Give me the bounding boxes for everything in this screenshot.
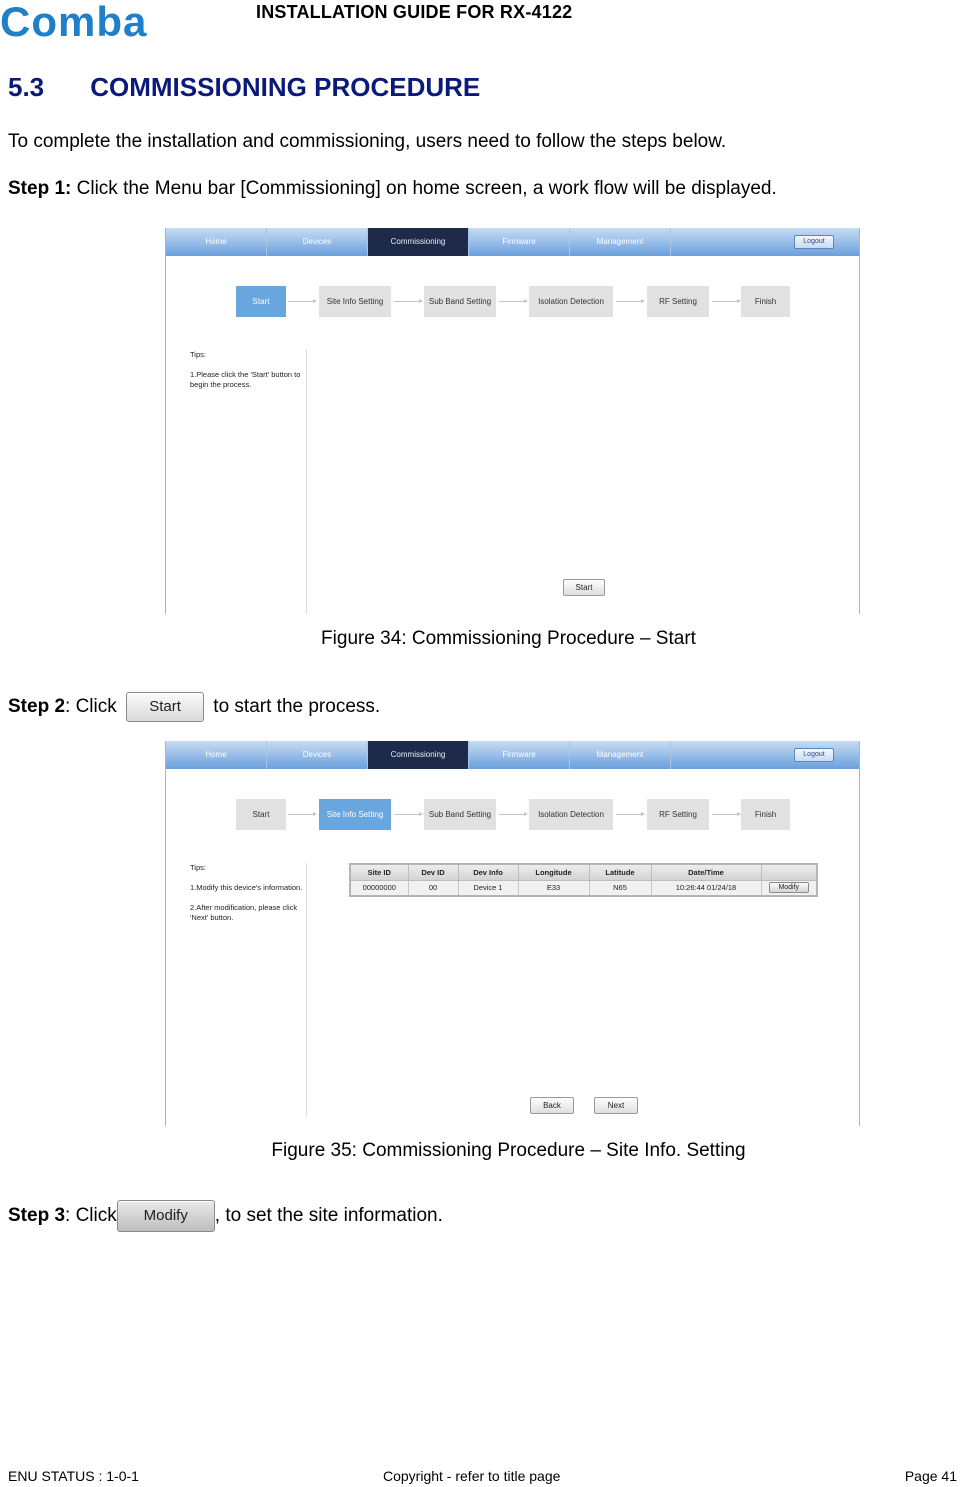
tips-label: Tips: [190,350,206,359]
footer-status: ENU STATUS : 1-0-1 [8,1468,139,1484]
nav-tab-devices[interactable]: Devices [267,228,368,256]
logout-button[interactable]: Logout [794,235,834,249]
flow-arrow-icon [499,299,528,303]
column-header: Date/Time [650,863,762,881]
tip-text: 1.Please click the 'Start' button to beg… [190,370,301,389]
next-button[interactable]: Next [594,1097,638,1114]
step2-pre: : Click [65,696,123,718]
column-header: Latitude [588,863,652,881]
step1-label: Step 1: [8,178,72,199]
nav-tab-devices[interactable]: Devices [267,741,368,769]
cell-action: Modify [760,879,818,897]
step3-label: Step 3 [8,1205,66,1227]
flow-step-start[interactable]: Start [236,286,286,317]
logout-button[interactable]: Logout [794,748,834,762]
flow-step-site-info[interactable]: Site Info Setting [319,286,391,317]
back-button[interactable]: Back [530,1097,574,1114]
flow-arrow-icon [616,812,645,816]
cell-dev-info: Device 1 [457,879,519,897]
flow-arrow-icon [394,812,423,816]
tips-divider [306,350,307,614]
nav-tab-commissioning[interactable]: Commissioning [368,741,469,769]
workflow-steps: Start Site Info Setting Sub Band Setting… [236,799,796,830]
flow-step-finish[interactable]: Finish [741,799,790,830]
flow-step-start[interactable]: Start [236,799,286,830]
comba-logo: Comba [0,2,147,42]
tips-divider [306,863,307,1117]
logo-text: Comba [0,2,147,42]
figure-35-caption: Figure 35: Commissioning Procedure – Sit… [271,1140,746,1161]
intro-paragraph: To complete the installation and commiss… [8,131,727,152]
flow-arrow-icon [616,299,645,303]
nav-tab-firmware[interactable]: Firmware [469,228,570,256]
flow-arrow-icon [499,812,528,816]
table-row: 00000000 00 Device 1 E33 N65 10:26:44 01… [349,879,818,897]
step2-post: to start the process. [208,696,381,718]
flow-arrow-icon [288,299,317,303]
step2-paragraph: Step 2: Click Start to start the process… [8,692,380,722]
step1-paragraph: Step 1: Click the Menu bar [Commissionin… [8,178,777,200]
flow-step-site-info[interactable]: Site Info Setting [319,799,391,830]
flow-arrow-icon [712,299,741,303]
flow-arrow-icon [712,812,741,816]
cell-latitude: N65 [588,879,652,897]
figure-34-caption: Figure 34: Commissioning Procedure – Sta… [321,628,696,649]
cell-site-id: 00000000 [349,879,409,897]
column-header: Dev ID [407,863,459,881]
inline-modify-button: Modify [116,1200,215,1232]
nav-tab-home[interactable]: Home [166,741,267,769]
column-header: Site ID [349,863,409,881]
column-header [760,863,818,881]
flow-step-rf-setting[interactable]: RF Setting [647,286,709,317]
site-info-table: Site ID Dev ID Dev Info Longitude Latitu… [349,863,818,897]
tip-text-1: 1.Modify this device's information. [190,883,303,892]
section-number: 5.3 [8,72,45,102]
modify-button[interactable]: Modify [768,882,809,894]
section-title: COMMISSIONING PROCEDURE [90,72,481,102]
footer-copyright: Copyright - refer to title page [383,1468,561,1484]
document-title: INSTALLATION GUIDE FOR RX-4122 [256,2,573,22]
step3-pre: : Click [65,1205,117,1227]
flow-arrow-icon [288,812,317,816]
flow-arrow-icon [394,299,423,303]
nav-tab-firmware[interactable]: Firmware [469,741,570,769]
flow-step-sub-band[interactable]: Sub Band Setting [424,799,496,830]
flow-step-rf-setting[interactable]: RF Setting [647,799,709,830]
flow-step-sub-band[interactable]: Sub Band Setting [424,286,496,317]
column-header: Longitude [517,863,590,881]
tip-text-2: 2.After modification, please click 'Next… [190,903,298,922]
nav-tab-home[interactable]: Home [166,228,267,256]
flow-step-isolation[interactable]: Isolation Detection [529,286,613,317]
section-heading: 5.3 COMMISSIONING PROCEDURE [8,72,480,103]
nav-tab-management[interactable]: Management [570,741,671,769]
tips-panel: Tips: 1.Modify this device's information… [190,863,306,933]
footer-page-number: Page 41 [904,1468,957,1484]
flow-step-isolation[interactable]: Isolation Detection [529,799,613,830]
step3-post: , to set the site information. [214,1205,443,1227]
workflow-steps: Start Site Info Setting Sub Band Setting… [236,286,796,317]
top-nav-bar: Home Devices Commissioning Firmware Mana… [166,741,859,769]
start-button[interactable]: Start [563,579,605,596]
screenshot-site-info-setting: Home Devices Commissioning Firmware Mana… [165,741,860,1126]
tips-panel: Tips: 1.Please click the 'Start' button … [190,350,306,400]
cell-date-time: 10:26:44 01/24/18 [650,879,762,897]
step2-label: Step 2 [8,696,66,718]
tips-label: Tips: [190,863,206,872]
screenshot-commissioning-start: Home Devices Commissioning Firmware Mana… [165,228,860,614]
cell-dev-id: 00 [407,879,459,897]
step1-text: Click the Menu bar [Commissioning] on ho… [71,178,777,199]
top-nav-bar: Home Devices Commissioning Firmware Mana… [166,228,859,256]
nav-tab-management[interactable]: Management [570,228,671,256]
inline-start-button: Start [126,692,205,722]
table-header-row: Site ID Dev ID Dev Info Longitude Latitu… [349,863,818,881]
nav-tab-commissioning[interactable]: Commissioning [368,228,469,256]
column-header: Dev Info [457,863,519,881]
cell-longitude: E33 [517,879,590,897]
flow-step-finish[interactable]: Finish [741,286,790,317]
